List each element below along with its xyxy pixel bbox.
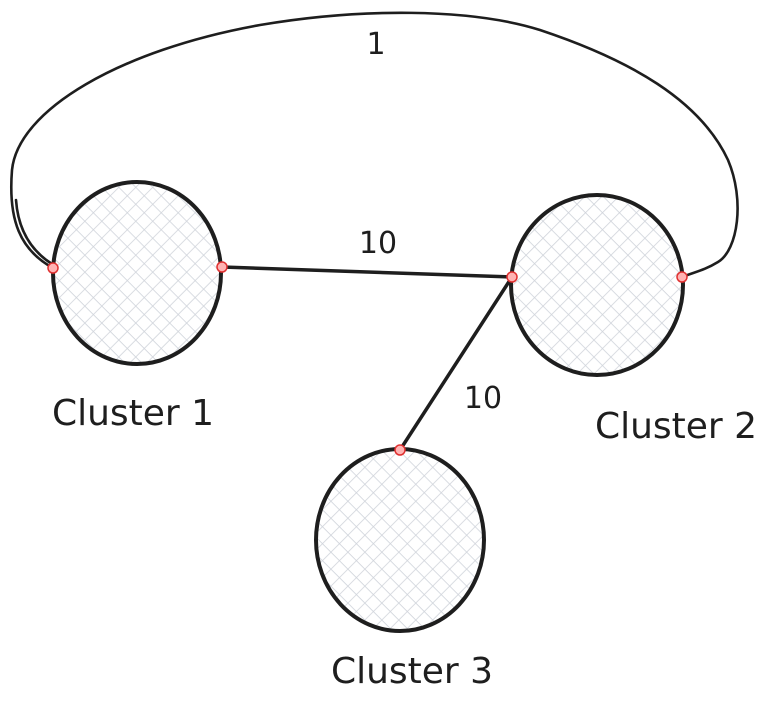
port-c1-left[interactable] [47, 262, 59, 274]
port-c2-right[interactable] [676, 271, 688, 283]
cluster-3-label: Cluster 3 [331, 651, 493, 692]
cluster-1-node[interactable] [51, 180, 223, 366]
cluster-2-node[interactable] [509, 193, 685, 377]
cluster-3-node[interactable] [314, 447, 486, 633]
edge-label-arc: 1 [366, 27, 385, 62]
cluster-2-label: Cluster 2 [595, 406, 757, 447]
edge-c2-c3 [398, 275, 514, 452]
edge-label-straight: 10 [359, 226, 397, 261]
edge-c1-c2-arc-shadow [14, 198, 54, 266]
edge-c1-c2-arc [10, 11, 739, 279]
port-c3-top[interactable] [394, 444, 406, 456]
edge-label-c2-c3: 10 [464, 381, 502, 416]
cluster-1-label: Cluster 1 [52, 393, 214, 434]
edge-c1-c2-straight [220, 265, 514, 279]
port-c2-left[interactable] [506, 271, 518, 283]
port-c1-right[interactable] [216, 261, 228, 273]
